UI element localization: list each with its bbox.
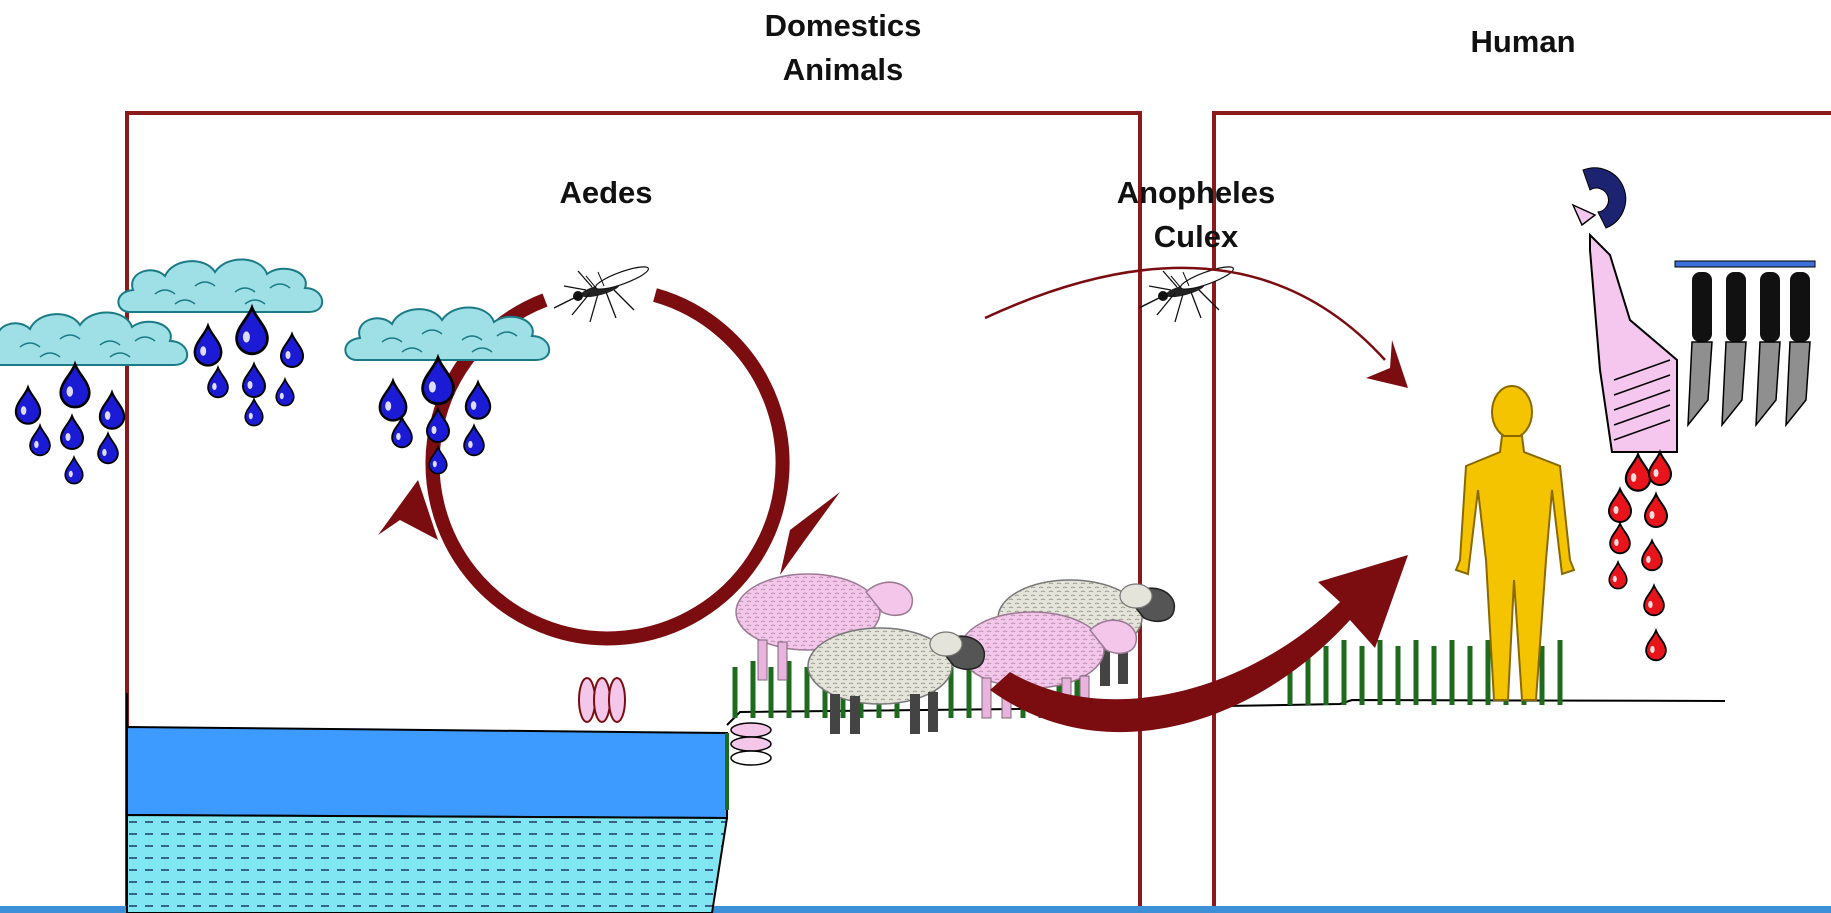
blood-drop-icon [1642, 541, 1662, 571]
blood-drop-icon [1646, 631, 1666, 661]
raindrop-icon [61, 416, 83, 449]
raindrop-icon [208, 368, 228, 398]
aedes-label: Aedes [559, 175, 652, 210]
eggs-icon [731, 723, 771, 765]
raindrop-icon [65, 457, 83, 483]
rain-cloud-middle-icon [118, 259, 322, 312]
water-pond-icon [127, 693, 727, 913]
raindrop-icon [423, 358, 454, 404]
knife-icon [1722, 272, 1746, 425]
knife-icon [1756, 272, 1780, 425]
raindrop-icon [276, 379, 294, 405]
domestic-title-line1: Domestics [765, 8, 922, 43]
raindrop-icon [16, 387, 40, 423]
eggs-on-cycle-icon [579, 678, 625, 722]
raindrop-icon [98, 434, 118, 464]
raindrop-icon [466, 382, 490, 418]
raindrop-icon [392, 418, 412, 448]
lancet-icon [1573, 168, 1677, 452]
human-figure-icon [1456, 386, 1574, 700]
knife-icon [1688, 272, 1712, 425]
blood-drop-icon [1609, 489, 1631, 522]
raindrop-icon [245, 399, 263, 425]
blood-drop-icon [1626, 454, 1650, 490]
rain-cloud-left-icon [0, 312, 187, 365]
raindrop-icon [100, 392, 124, 428]
human-title: Human [1470, 24, 1575, 59]
anopheles-label: Anopheles [1117, 175, 1275, 210]
domestic-title-line2: Animals [783, 52, 904, 87]
blood-drop-icon [1609, 562, 1627, 588]
blood-drop-icon [1645, 494, 1667, 527]
sheep-white-front-icon [808, 628, 984, 734]
blood-drop-icon [1609, 452, 1671, 660]
knife-icon [1786, 272, 1810, 425]
aedes-mosquito-icon [554, 263, 650, 322]
raindrop-icon [281, 334, 303, 367]
culex-label: Culex [1154, 219, 1239, 254]
blood-drop-icon [1649, 452, 1671, 485]
raindrop-icon [380, 381, 406, 421]
raindrop-icon [237, 308, 268, 354]
knife-rack-icon [1675, 261, 1815, 425]
blood-drop-icon [1644, 586, 1664, 616]
raindrop-icon [195, 326, 221, 366]
raindrop-icon [61, 364, 90, 407]
raindrop-icon [243, 364, 265, 397]
raindrop-icon [30, 426, 50, 456]
blood-drop-icon [1610, 524, 1630, 554]
raindrop-icon [464, 426, 484, 456]
